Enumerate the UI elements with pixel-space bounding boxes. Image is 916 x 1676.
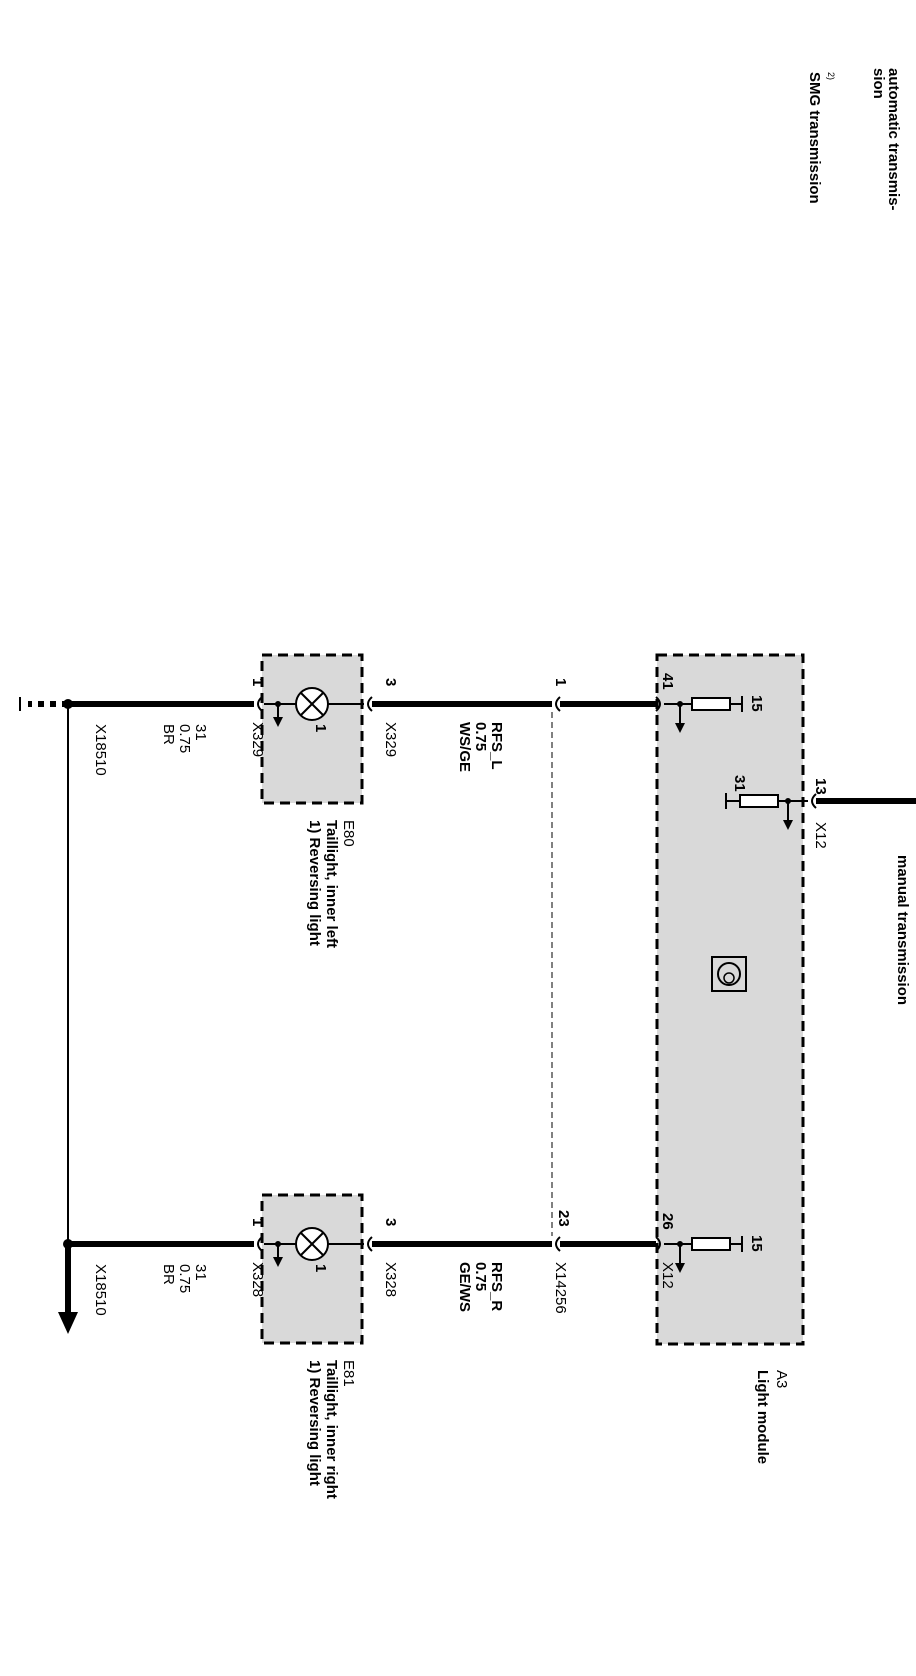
- lamp-e80-pin-3-arc: [367, 696, 373, 712]
- lamp-e81-bulb-cross-b: [300, 1232, 324, 1256]
- ground-left-color: BR: [160, 724, 177, 745]
- ground-arrow-13-head: [783, 820, 793, 830]
- lamp-e80-pin-3-label: 3: [382, 678, 399, 686]
- ground-arrow-26-head: [675, 1263, 685, 1273]
- wire-rfs-r-color: GE/WS: [456, 1262, 473, 1312]
- lamp-e81-id: E81: [340, 1360, 357, 1387]
- lamp-e80-box: [260, 653, 364, 805]
- lamp-e80-bulb-cross-b: [300, 692, 324, 716]
- lamp-e80-ground-arrow-head: [273, 717, 283, 727]
- note-smg-transmission: SMG transmission: [806, 72, 823, 204]
- pin-13-label: 13: [812, 778, 829, 795]
- pin-13-connector-arc: [811, 793, 817, 809]
- x14256-pin-23-arc: [555, 1236, 561, 1252]
- x14256-pin-1-arc: [555, 696, 561, 712]
- ground-left-num: 31: [192, 724, 209, 741]
- lamp-e80-id: E80: [340, 820, 357, 847]
- splice-x18510-right-label: X18510: [92, 1264, 109, 1316]
- lamp-e81-pin-3-label: 3: [382, 1218, 399, 1226]
- wire-rfs-r-gauge: 0.75: [472, 1262, 489, 1291]
- light-module-name: Light module: [754, 1370, 771, 1464]
- note-manual-transmission: manual transmission: [894, 855, 911, 1005]
- pin-41-connector-arc: [655, 696, 661, 712]
- splice-x18510-arrow-head: [58, 1312, 78, 1334]
- wire-rfs-l-color: WS/GE: [456, 722, 473, 772]
- lamp-e81-pin-1-label: 1: [249, 1218, 266, 1226]
- lamp-e80-pin-1-label: 1: [249, 678, 266, 686]
- lamp-e80-bulb-mark: 1: [312, 724, 329, 732]
- wire-rfs-r-signal: RFS_R: [488, 1262, 505, 1311]
- lamp-e81-box: [260, 1193, 364, 1345]
- splice-x18510-left-label: X18510: [92, 724, 109, 776]
- connector-x12-top-label: X12: [812, 822, 829, 849]
- wire-rfs-l-signal: RFS_L: [488, 722, 505, 770]
- note-automatic-transmission-cont: sion: [870, 68, 887, 99]
- lamp-e80-conn-out-label: X329: [249, 722, 266, 757]
- x14256-pin-1-label: 1: [552, 678, 569, 686]
- lamp-e81-pin-3-arc: [367, 1236, 373, 1252]
- ground-left-gauge: 0.75: [176, 724, 193, 753]
- lamp-e80-desc: Taillight, inner left: [323, 820, 340, 948]
- pin-41-label: 41: [659, 673, 676, 690]
- resistor-15-right: [691, 1237, 731, 1251]
- ref-31-label: 31: [731, 775, 748, 792]
- lamp-e80-conn-in-label: X329: [382, 722, 399, 757]
- ref-15-right-label: 15: [748, 1235, 765, 1252]
- light-module-box: [655, 653, 805, 1346]
- lamp-e81-note: 1) Reversing light: [306, 1360, 323, 1486]
- ref-15-left-label: 15: [748, 695, 765, 712]
- lamp-e80-note: 1) Reversing light: [306, 820, 323, 946]
- control-unit-symbol-ring: [717, 962, 741, 986]
- x14256-pin-23-label: 23: [555, 1210, 572, 1227]
- lamp-e81-bulb-mark: 1: [312, 1264, 329, 1272]
- lamp-e81-pin-1-arc: [257, 1236, 263, 1252]
- ground-right-num: 31: [192, 1264, 209, 1281]
- resistor-31: [739, 794, 779, 808]
- note-smg-mark: 2): [826, 72, 836, 80]
- wire-rfs-l-gauge: 0.75: [472, 722, 489, 751]
- ground-right-color: BR: [160, 1264, 177, 1285]
- resistor-15-left: [691, 697, 731, 711]
- note-automatic-transmission: automatic transmis-: [885, 68, 902, 211]
- lamp-e81-desc: Taillight, inner right: [323, 1360, 340, 1499]
- ground-arrow-41-head: [675, 723, 685, 733]
- lamp-e81-ground-arrow-head: [273, 1257, 283, 1267]
- lamp-e80-pin-1-arc: [257, 696, 263, 712]
- connector-x12-bottom-label: X12: [659, 1262, 676, 1289]
- pin-26-connector-arc: [655, 1236, 661, 1252]
- lamp-e81-conn-in-label: X328: [382, 1262, 399, 1297]
- control-unit-symbol-core: [723, 972, 735, 984]
- ground-right-gauge: 0.75: [176, 1264, 193, 1293]
- light-module-id: A3: [773, 1370, 790, 1388]
- x14256-label: X14256: [552, 1262, 569, 1314]
- pin-26-label: 26: [659, 1213, 676, 1230]
- lamp-e81-conn-out-label: X328: [249, 1262, 266, 1297]
